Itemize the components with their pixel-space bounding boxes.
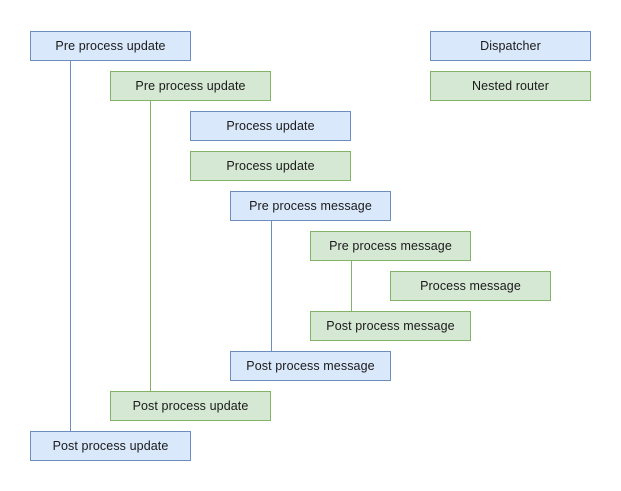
legend-item-nested-router[interactable]: Nested router [430,71,591,101]
diagram-node[interactable]: Pre process update [30,31,191,61]
diagram-node-label: Post process message [326,318,455,333]
diagram-node-label: Pre process update [55,38,166,53]
connector-dispatcher-update-span [70,61,71,431]
diagram-node[interactable]: Post process update [30,431,191,461]
connector-router-update-span [150,101,151,391]
diagram-node-label: Pre process message [249,198,372,213]
connector-router-message-span [351,261,352,311]
diagram-node[interactable]: Process message [390,271,551,301]
diagram-node-label: Pre process message [329,238,452,253]
diagram-node-label: Post process update [132,398,249,413]
diagram-node[interactable]: Process update [190,111,351,141]
diagram-node[interactable]: Pre process message [310,231,471,261]
connector-dispatcher-message-span [271,221,272,351]
diagram-node-label: Post process update [52,438,169,453]
diagram-node[interactable]: Post process update [110,391,271,421]
diagram-node-label: Process message [420,278,521,293]
diagram-node-label: Pre process update [135,78,246,93]
diagram-node-label: Post process message [246,358,375,373]
diagram-node[interactable]: Pre process update [110,71,271,101]
diagram-node-label: Process update [226,158,315,173]
diagram-node-label: Process update [226,118,315,133]
diagram-node[interactable]: Process update [190,151,351,181]
diagram-node[interactable]: Post process message [230,351,391,381]
legend-item-dispatcher[interactable]: Dispatcher [430,31,591,61]
legend-item-label: Nested router [471,78,550,93]
diagram-node[interactable]: Post process message [310,311,471,341]
diagram-node[interactable]: Pre process message [230,191,391,221]
legend-item-label: Dispatcher [480,38,541,53]
